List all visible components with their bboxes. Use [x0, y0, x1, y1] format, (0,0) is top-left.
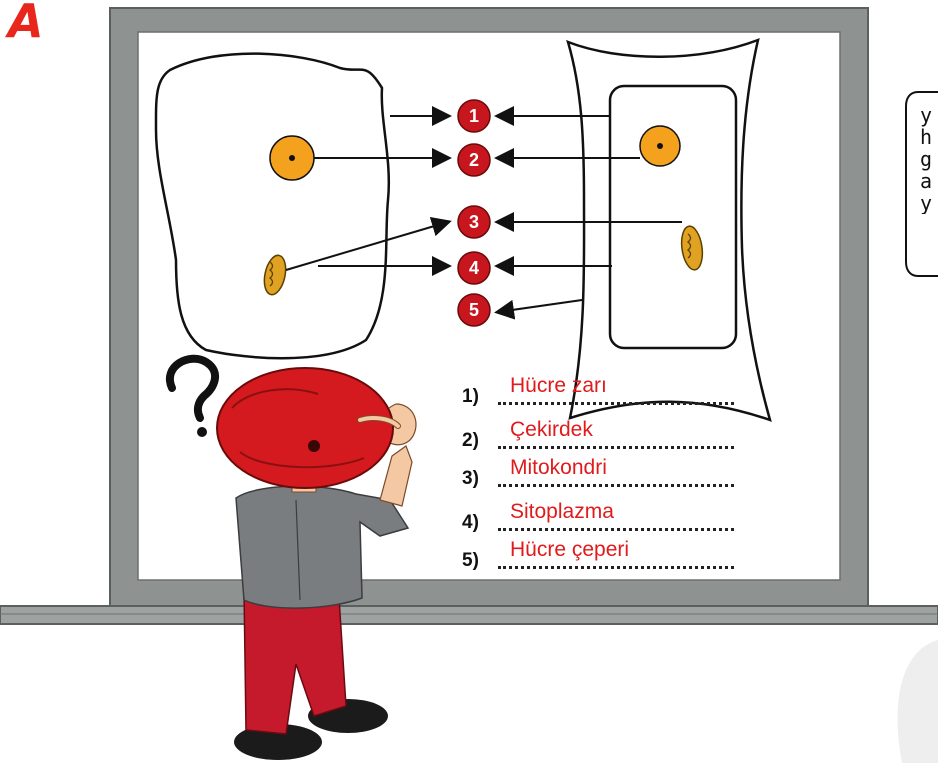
answer-line-1[interactable] — [498, 402, 734, 405]
answer-line-4[interactable] — [498, 528, 734, 531]
arrow-left-3 — [285, 216, 452, 271]
badge-4 — [457, 251, 491, 285]
number-badges: 1 2 3 4 5 — [457, 99, 491, 327]
cap-button — [308, 440, 320, 452]
chalk-ledge — [0, 605, 938, 625]
badge-2 — [457, 143, 491, 177]
answer-row-3: 3) Mitokondri — [462, 456, 752, 490]
animal-mitochondrion — [263, 254, 287, 296]
answer-text-3: Mitokondri — [510, 456, 607, 479]
right-arrows — [494, 106, 682, 320]
badge-label-1: 1 — [469, 106, 479, 126]
badge-3 — [457, 205, 491, 239]
side-letter-4: a — [920, 169, 933, 193]
side-note-bubble — [905, 91, 938, 277]
student-figure — [216, 367, 417, 760]
plant-cell-membrane — [608, 84, 738, 350]
answer-row-2: 2) Çekirdek — [462, 418, 752, 452]
answer-number-1: 1) — [462, 386, 479, 407]
side-letter-2: h — [920, 125, 933, 149]
animal-cell — [154, 52, 391, 360]
question-mark-icon — [166, 354, 220, 422]
answer-line-2[interactable] — [498, 446, 734, 449]
answer-line-3[interactable] — [498, 484, 734, 487]
answer-row-1: 1) Hücre zarı — [462, 374, 752, 408]
plant-cell — [566, 38, 772, 422]
badge-label-5: 5 — [469, 300, 479, 320]
answer-text-1: Hücre zarı — [510, 374, 607, 397]
left-arrows — [285, 106, 452, 276]
answer-row-4: 4) Sitoplazma — [462, 500, 752, 534]
side-letter-1: y — [920, 104, 933, 127]
answer-row-5: 5) Hücre çeperi — [462, 538, 752, 572]
corner-label: A — [8, 0, 44, 48]
raised-arm — [379, 445, 413, 507]
animal-cell-membrane — [154, 52, 391, 360]
answer-text-5: Hücre çeperi — [510, 538, 630, 561]
plant-mitochondrion — [680, 225, 704, 271]
answer-text-2: Çekirdek — [510, 418, 593, 441]
left-shoe — [234, 724, 322, 760]
answer-number-5: 5) — [462, 550, 479, 571]
badge-label-3: 3 — [469, 212, 479, 232]
side-note-letters: y h g a y — [920, 104, 938, 214]
answer-number-2: 2) — [462, 430, 479, 451]
badge-5 — [457, 293, 491, 327]
shirt — [235, 485, 410, 609]
arrow-right-5 — [494, 299, 583, 320]
answer-number-4: 4) — [462, 512, 479, 533]
question-mark-dot — [197, 427, 207, 437]
badge-1 — [457, 99, 491, 133]
answer-number-3: 3) — [462, 468, 479, 489]
animal-nucleolus — [289, 155, 295, 161]
badge-label-2: 2 — [469, 150, 479, 170]
answer-text-4: Sitoplazma — [510, 500, 614, 523]
side-letter-5: y — [920, 191, 933, 214]
plant-nucleolus — [657, 143, 663, 149]
cap — [216, 367, 394, 489]
side-letter-3: g — [920, 147, 933, 171]
corner-watermark — [897, 640, 938, 763]
answer-line-5[interactable] — [498, 566, 734, 569]
badge-label-4: 4 — [469, 258, 479, 278]
